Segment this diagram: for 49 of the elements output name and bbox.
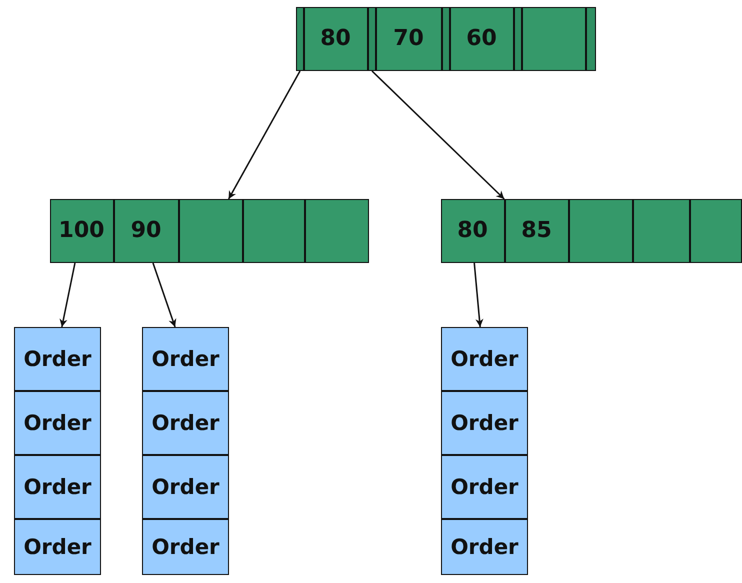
record-label: Order — [450, 347, 518, 371]
node-box — [522, 6, 586, 70]
key-cell — [450, 6, 514, 70]
order-record — [142, 391, 229, 455]
order-record — [441, 391, 528, 455]
node-box — [568, 198, 632, 262]
key-value: 80 — [320, 26, 351, 51]
key-value: 90 — [130, 218, 162, 243]
record-label: Order — [24, 411, 92, 435]
order-record — [14, 519, 101, 575]
order-record — [142, 455, 229, 519]
node-box — [632, 198, 690, 262]
order-record — [441, 455, 528, 519]
key-cell — [376, 6, 442, 70]
arrow — [228, 70, 301, 200]
order-record — [441, 327, 528, 391]
record-label: Order — [450, 535, 518, 559]
key-value: 60 — [466, 26, 497, 51]
order-record — [14, 327, 101, 391]
order-record — [142, 327, 229, 391]
record-label: Order — [450, 411, 518, 435]
key-cell — [114, 198, 178, 262]
arrow — [60, 262, 76, 328]
arrow — [152, 262, 176, 328]
order-record — [14, 455, 101, 519]
node-box — [178, 198, 242, 262]
pointer-slot — [586, 6, 596, 70]
record-label: Order — [152, 535, 220, 559]
order-record — [14, 391, 101, 455]
key-cell — [504, 198, 568, 262]
record-label: Order — [152, 347, 220, 371]
record-label: Order — [152, 411, 220, 435]
arrow — [371, 70, 505, 200]
record-label: Order — [24, 535, 92, 559]
key-value: 70 — [393, 26, 424, 51]
record-label: Order — [450, 475, 518, 499]
order-record — [142, 519, 229, 575]
tree-node — [296, 7, 596, 71]
key-value: 85 — [521, 218, 552, 243]
record-label: Order — [24, 347, 92, 371]
order-record — [441, 519, 528, 575]
key-value: 100 — [58, 218, 104, 243]
key-value: 80 — [457, 218, 488, 243]
arrow — [474, 262, 484, 328]
record-label: Order — [24, 475, 92, 499]
record-label: Order — [152, 475, 220, 499]
pointer-slot — [296, 6, 304, 70]
key-cell — [304, 6, 368, 70]
node-box — [242, 198, 304, 262]
